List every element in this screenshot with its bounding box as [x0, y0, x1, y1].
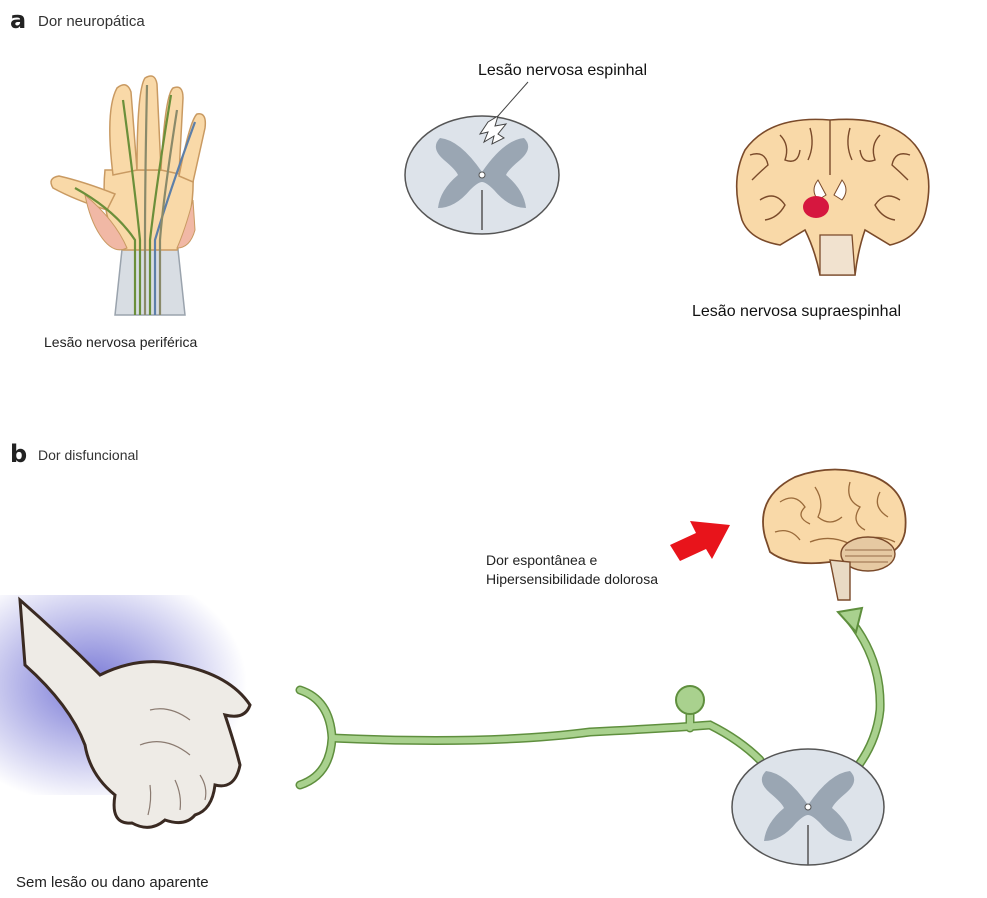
label-no-lesion: Sem lesão ou dano aparente: [16, 873, 209, 892]
label-symptom-line2: Hipersensibilidade dolorosa: [486, 570, 658, 589]
panel-a-letter: a: [10, 6, 26, 34]
label-symptom-line1: Dor espontânea e: [486, 551, 597, 570]
spinal-cord-illustration: [730, 745, 890, 875]
panel-b-title: Dor disfuncional: [38, 447, 138, 463]
hand-nerves-illustration: [45, 70, 225, 320]
label-spinal-lesion: Lesão nervosa espinhal: [478, 62, 647, 80]
panel-a-title: Dor neuropática: [38, 13, 145, 30]
spinal-cord-lesion-illustration: [400, 80, 570, 240]
brain-lateral-illustration: [750, 462, 915, 602]
arm-no-lesion-illustration: [0, 595, 270, 840]
label-supraspinal-lesion: Lesão nervosa supraespinhal: [692, 303, 901, 321]
brain-coronal-lesion-illustration: [730, 110, 930, 285]
red-arrow-icon: [668, 515, 732, 567]
label-peripheral-lesion: Lesão nervosa periférica: [44, 333, 197, 352]
panel-b-letter: b: [10, 440, 27, 468]
